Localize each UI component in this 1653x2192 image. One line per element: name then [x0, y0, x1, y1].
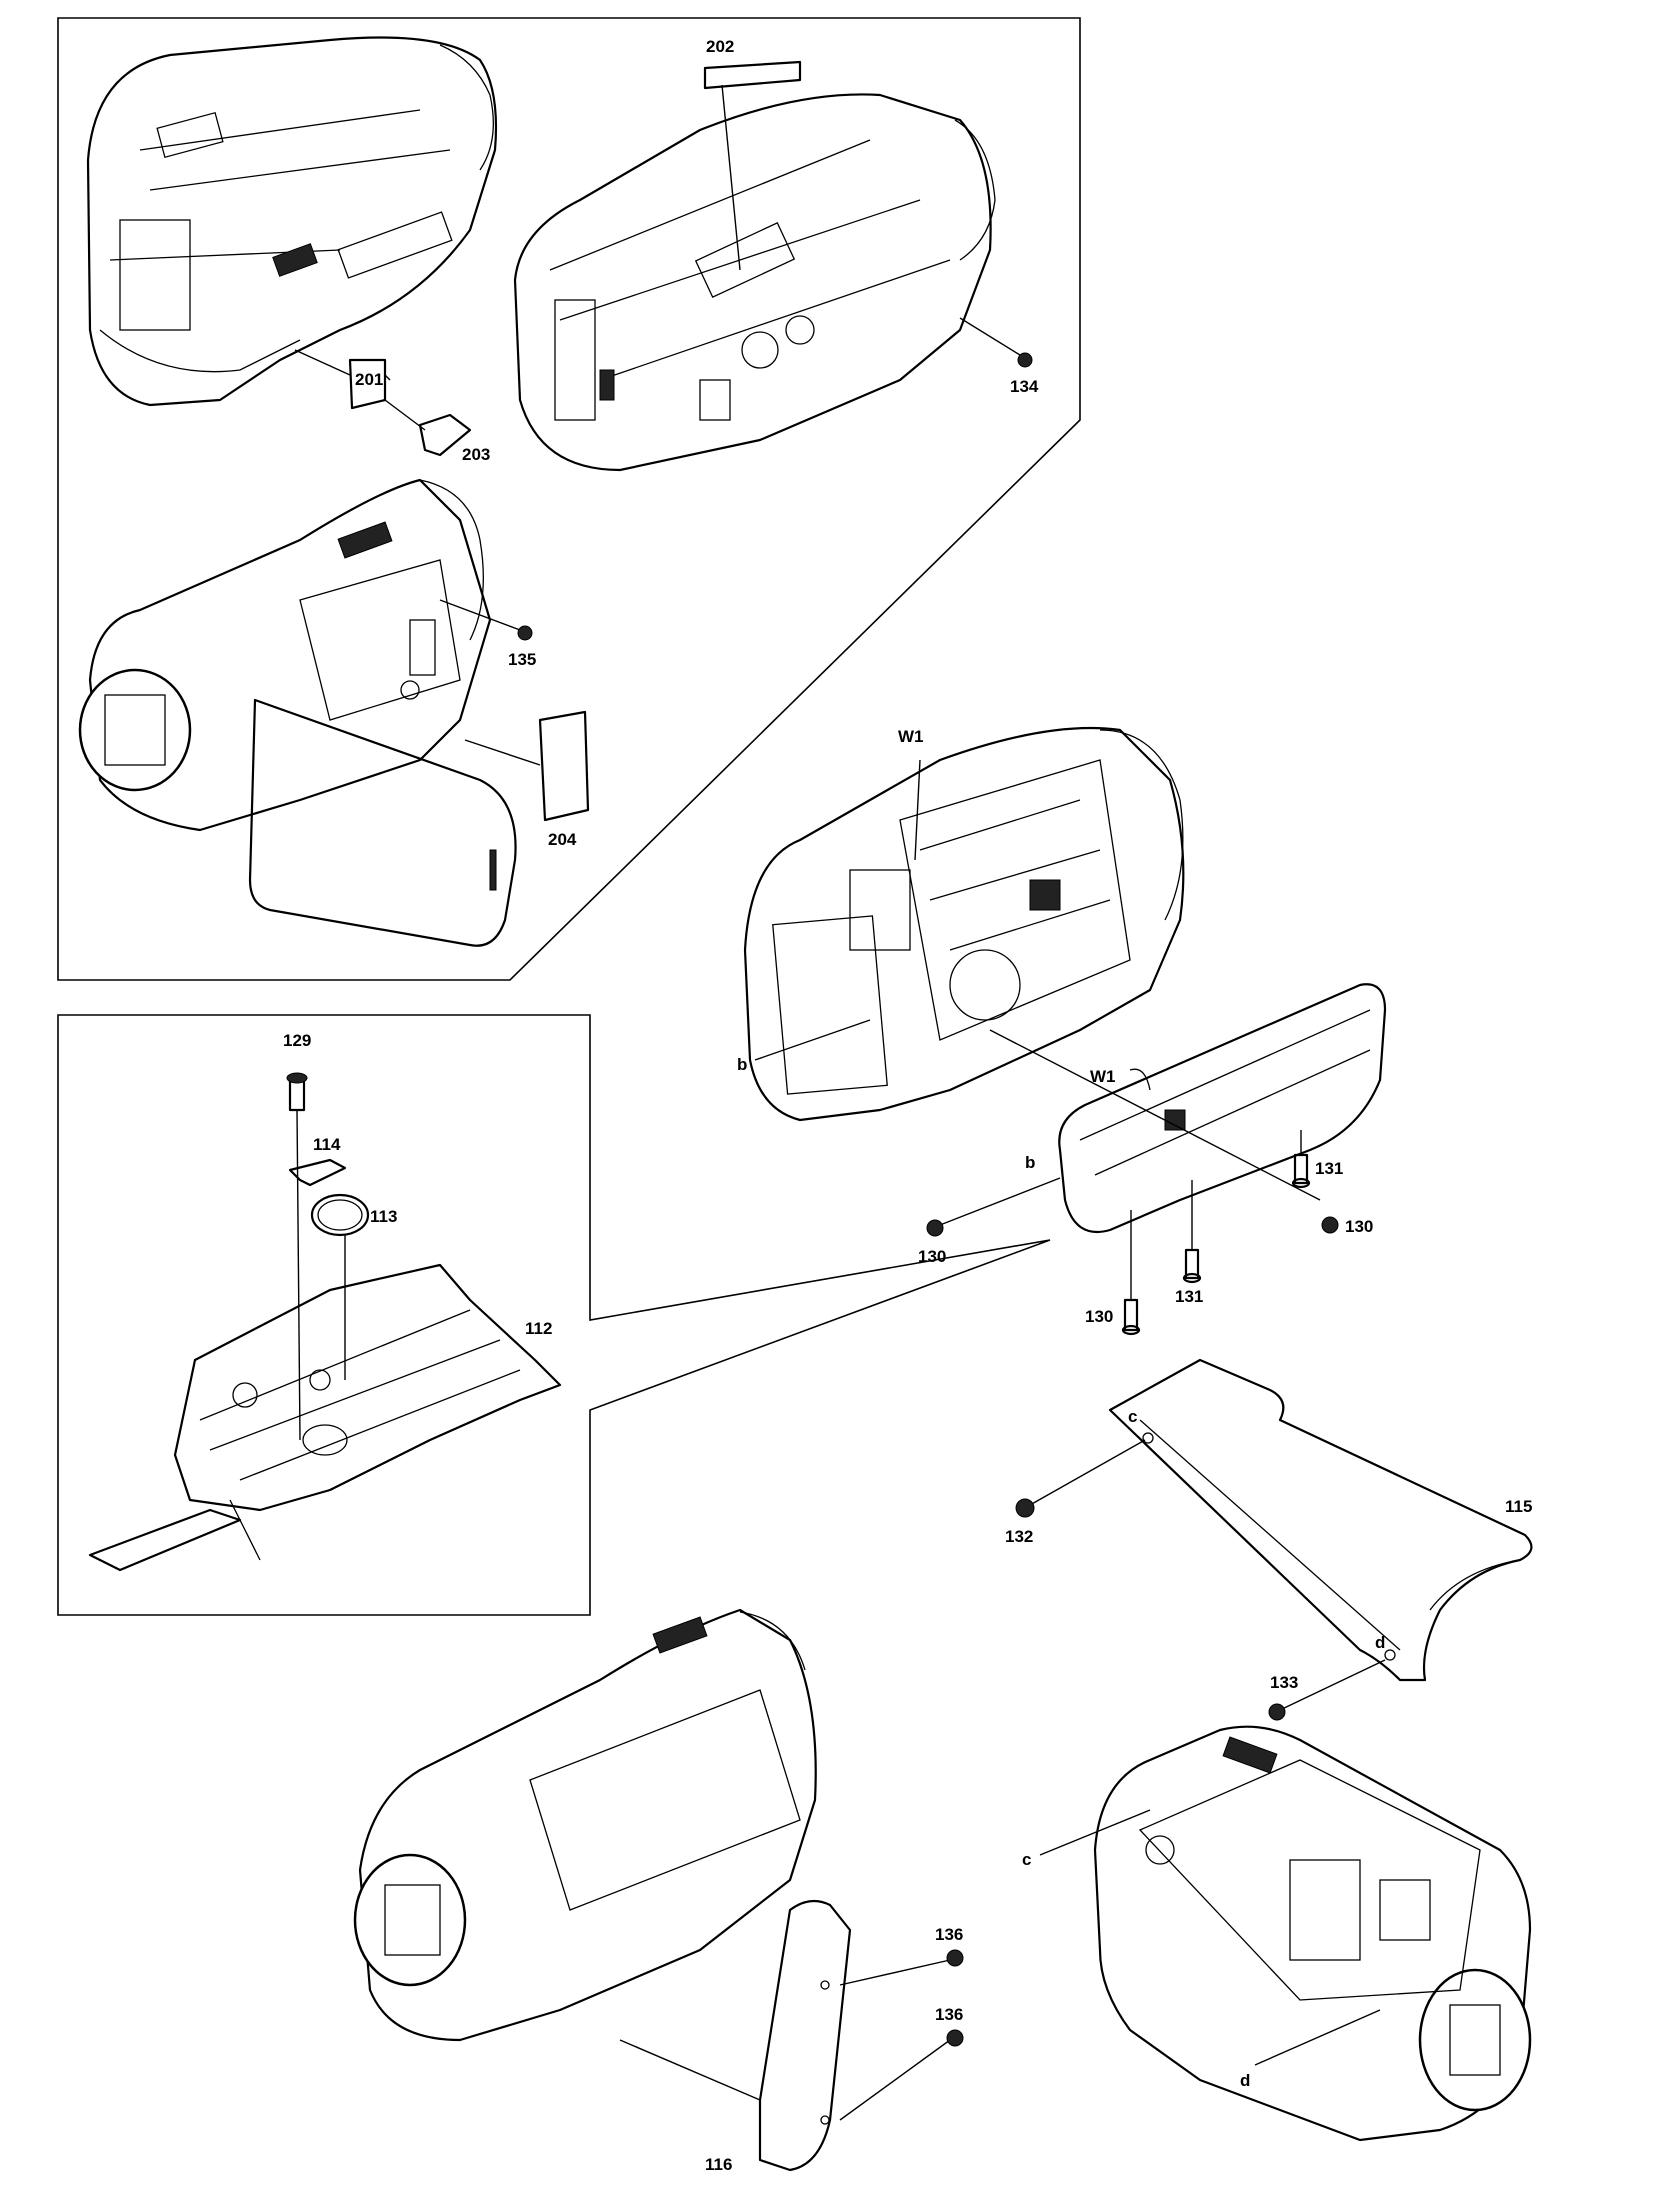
part-113-coin-battery: [310, 1193, 370, 1380]
part-204-sheet: [464, 710, 590, 822]
part-116-grip-cover: [758, 1899, 852, 2172]
label-d-cover: d: [1375, 1633, 1385, 1652]
lcd-monitor-panel: [248, 698, 517, 947]
label-203: 203: [462, 445, 490, 464]
screw-130-bottom: [1121, 1210, 1141, 1336]
label-114: 114: [313, 1135, 341, 1154]
part-115-top-cover: [1108, 1358, 1533, 1682]
screw-133: [1268, 1659, 1386, 1721]
camcorder-front-view-lcd-open: [78, 478, 492, 832]
label-130-left: 130: [918, 1247, 946, 1266]
label-136-lower: 136: [935, 2005, 963, 2024]
screw-130-right: [1321, 1216, 1339, 1234]
camcorder-rear-view: [86, 36, 498, 407]
screw-136-lower: [839, 2029, 964, 2121]
label-133: 133: [1270, 1673, 1298, 1692]
part-203-clip: [384, 399, 472, 457]
label-w1-side: W1: [1090, 1067, 1116, 1086]
camcorder-top-open-view: [1093, 1725, 1532, 2142]
screw-135: [439, 599, 533, 641]
label-136-upper: 136: [935, 1925, 963, 1944]
label-c-cover: c: [1128, 1407, 1137, 1426]
label-131-lower: 131: [1175, 1287, 1203, 1306]
label-201: 201: [355, 370, 383, 389]
leader-front-to-grip: [619, 2039, 761, 2101]
leader-interior-to-panel: [989, 1029, 1321, 1201]
label-b-left: b: [737, 1055, 747, 1074]
label-115: 115: [1505, 1497, 1532, 1516]
label-204: 204: [548, 830, 577, 849]
screw-134: [959, 317, 1033, 368]
screw-131-upper: [1291, 1130, 1311, 1189]
label-130-bottom: 130: [1085, 1307, 1113, 1326]
label-116: 116: [705, 2155, 732, 2174]
label-202: 202: [706, 37, 734, 56]
leader-d: [1254, 2009, 1381, 2066]
screw-132: [1015, 1439, 1146, 1518]
label-w1-top: W1: [898, 727, 924, 746]
label-c-camera: c: [1022, 1850, 1031, 1869]
part-114-tab: [288, 1158, 347, 1187]
screw-136-upper: [839, 1949, 964, 1986]
label-112: 112: [525, 1319, 552, 1338]
label-129: 129: [283, 1031, 311, 1050]
inset-frame-top: [57, 17, 1081, 981]
side-grip-panel: [1058, 983, 1387, 1234]
screw-130-left: [926, 1177, 1061, 1237]
label-132: 132: [1005, 1527, 1033, 1546]
label-d-camera: d: [1240, 2071, 1250, 2090]
label-131-upper: 131: [1315, 1159, 1343, 1178]
camcorder-front-view-closed: [353, 1608, 817, 2042]
leader-b: [754, 1019, 871, 1061]
part-202-label-plate: [703, 60, 802, 271]
screw-131-lower: [1182, 1180, 1202, 1284]
camcorder-interior-view: [743, 726, 1185, 1122]
label-134: 134: [1010, 377, 1039, 396]
screw-129: [286, 1072, 308, 1441]
label-b-panel: b: [1025, 1153, 1035, 1172]
part-112-main-frame: [88, 1263, 562, 1572]
label-113: 113: [370, 1207, 397, 1226]
inset-frame-middle: [57, 1014, 1051, 1616]
label-130-right: 130: [1345, 1217, 1373, 1236]
camcorder-bottom-view: [513, 93, 996, 472]
leader-c: [1039, 1809, 1151, 1856]
label-135: 135: [508, 650, 536, 669]
